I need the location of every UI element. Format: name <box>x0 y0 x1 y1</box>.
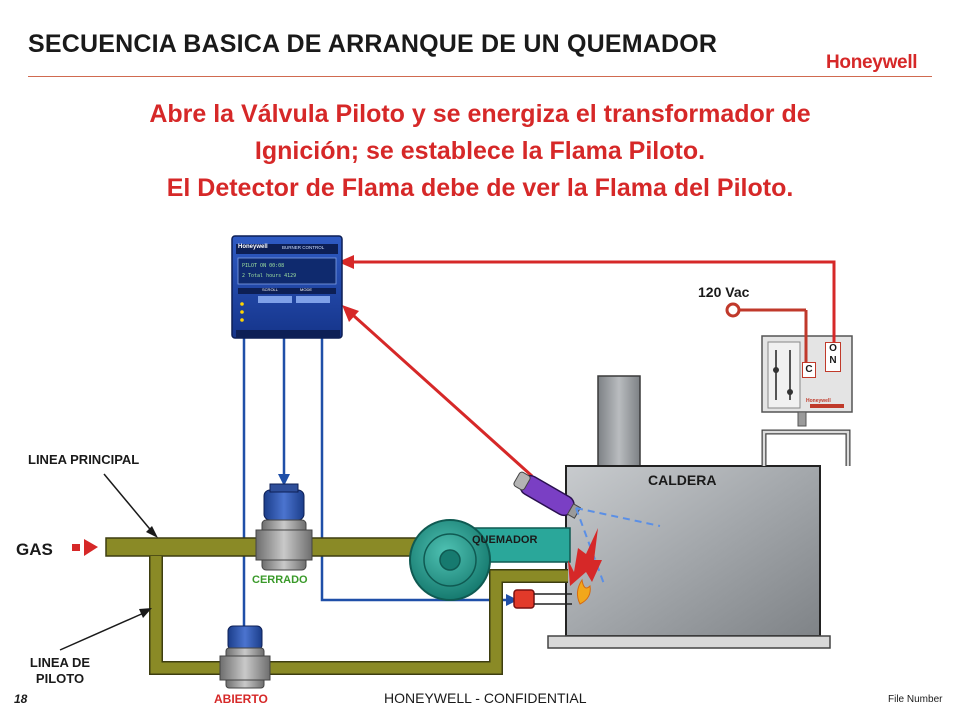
file-number: File Number <box>888 694 943 705</box>
switch-frame <box>761 429 851 466</box>
voltage-label: 120 Vac <box>698 284 750 300</box>
switch-brand: Honeywell <box>806 398 831 404</box>
pilot-line-label-2: PILOTO <box>35 671 85 686</box>
honeywell-logo: Honeywell <box>826 52 918 73</box>
detector-sight-line <box>575 507 661 527</box>
controller-brand: Honeywell <box>238 244 268 250</box>
burner-controller <box>231 235 343 339</box>
controller-display-1: PILOT ON 00:08 <box>242 263 285 269</box>
headline: Abre la Válvula Piloto y se energiza el … <box>60 96 900 207</box>
detector-signal-wire <box>352 314 534 478</box>
title-divider <box>28 76 932 77</box>
boiler-label: CALDERA <box>648 472 717 488</box>
gas-inlet-icon <box>72 544 80 551</box>
switch-to-controller-wire <box>352 260 836 352</box>
boiler-stack <box>597 375 641 469</box>
controller-model: BURNER CONTROL <box>282 245 325 250</box>
headline-line-2: Ignición; se establece la Flama Piloto. <box>254 137 706 165</box>
igniter <box>513 589 572 609</box>
controller-mode-key: MODE <box>300 287 312 292</box>
switch-c-label: C <box>802 362 816 378</box>
page-title: SECUENCIA BASICA DE ARRANQUE DE UN QUEMA… <box>28 30 718 58</box>
pilot-flame-icon <box>576 578 591 605</box>
spark-icon <box>568 528 602 586</box>
confidential-notice: HONEYWELL - CONFIDENTIAL <box>384 690 587 706</box>
controller-display-2: 2 Total hours 4129 <box>242 273 297 279</box>
burner-fan <box>409 519 571 601</box>
switch-on-label-2: N <box>829 355 837 366</box>
pilot-line-label: LINEA DE PILOTO <box>18 655 102 687</box>
headline-line-3: El Detector de Flama debe de ver la Flam… <box>166 174 794 202</box>
page-number: 18 <box>14 692 28 706</box>
pilot-line-callout <box>59 611 147 651</box>
main-line-label: LINEA PRINCIPAL <box>28 452 140 467</box>
boiler-base <box>547 635 831 649</box>
main-gas-valve <box>255 483 313 571</box>
pilot-gas-valve <box>219 625 271 689</box>
boiler-body <box>565 465 821 637</box>
headline-line-1: Abre la Válvula Piloto y se energiza el … <box>149 100 811 128</box>
burner-label: QUEMADOR <box>472 534 538 546</box>
pilot-line-label-1: LINEA DE <box>29 655 91 670</box>
wire-arrow-head <box>338 255 354 269</box>
main-valve-state: CERRADO <box>252 574 308 586</box>
main-line-callout <box>103 473 155 535</box>
pilot-valve-state: ABIERTO <box>214 692 268 706</box>
power-terminal-icon <box>725 302 741 318</box>
controller-scroll-key: SCROLL <box>262 287 279 292</box>
switch-on-label-1: O <box>829 343 837 354</box>
signal-arrow-head <box>342 305 359 322</box>
switch-on-label: O N <box>825 342 841 372</box>
gas-label: GAS <box>16 540 53 559</box>
